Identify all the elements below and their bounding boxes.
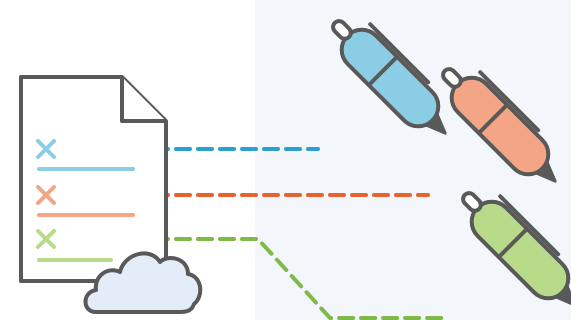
- green-pen-icon: [451, 178, 571, 319]
- document-line-blue: [37, 167, 135, 171]
- orange-pen-icon: [431, 54, 571, 195]
- document-icon: [21, 77, 166, 281]
- document-line-orange: [37, 213, 135, 217]
- document-line-green: [37, 258, 113, 262]
- blue-pen-icon: [321, 6, 462, 147]
